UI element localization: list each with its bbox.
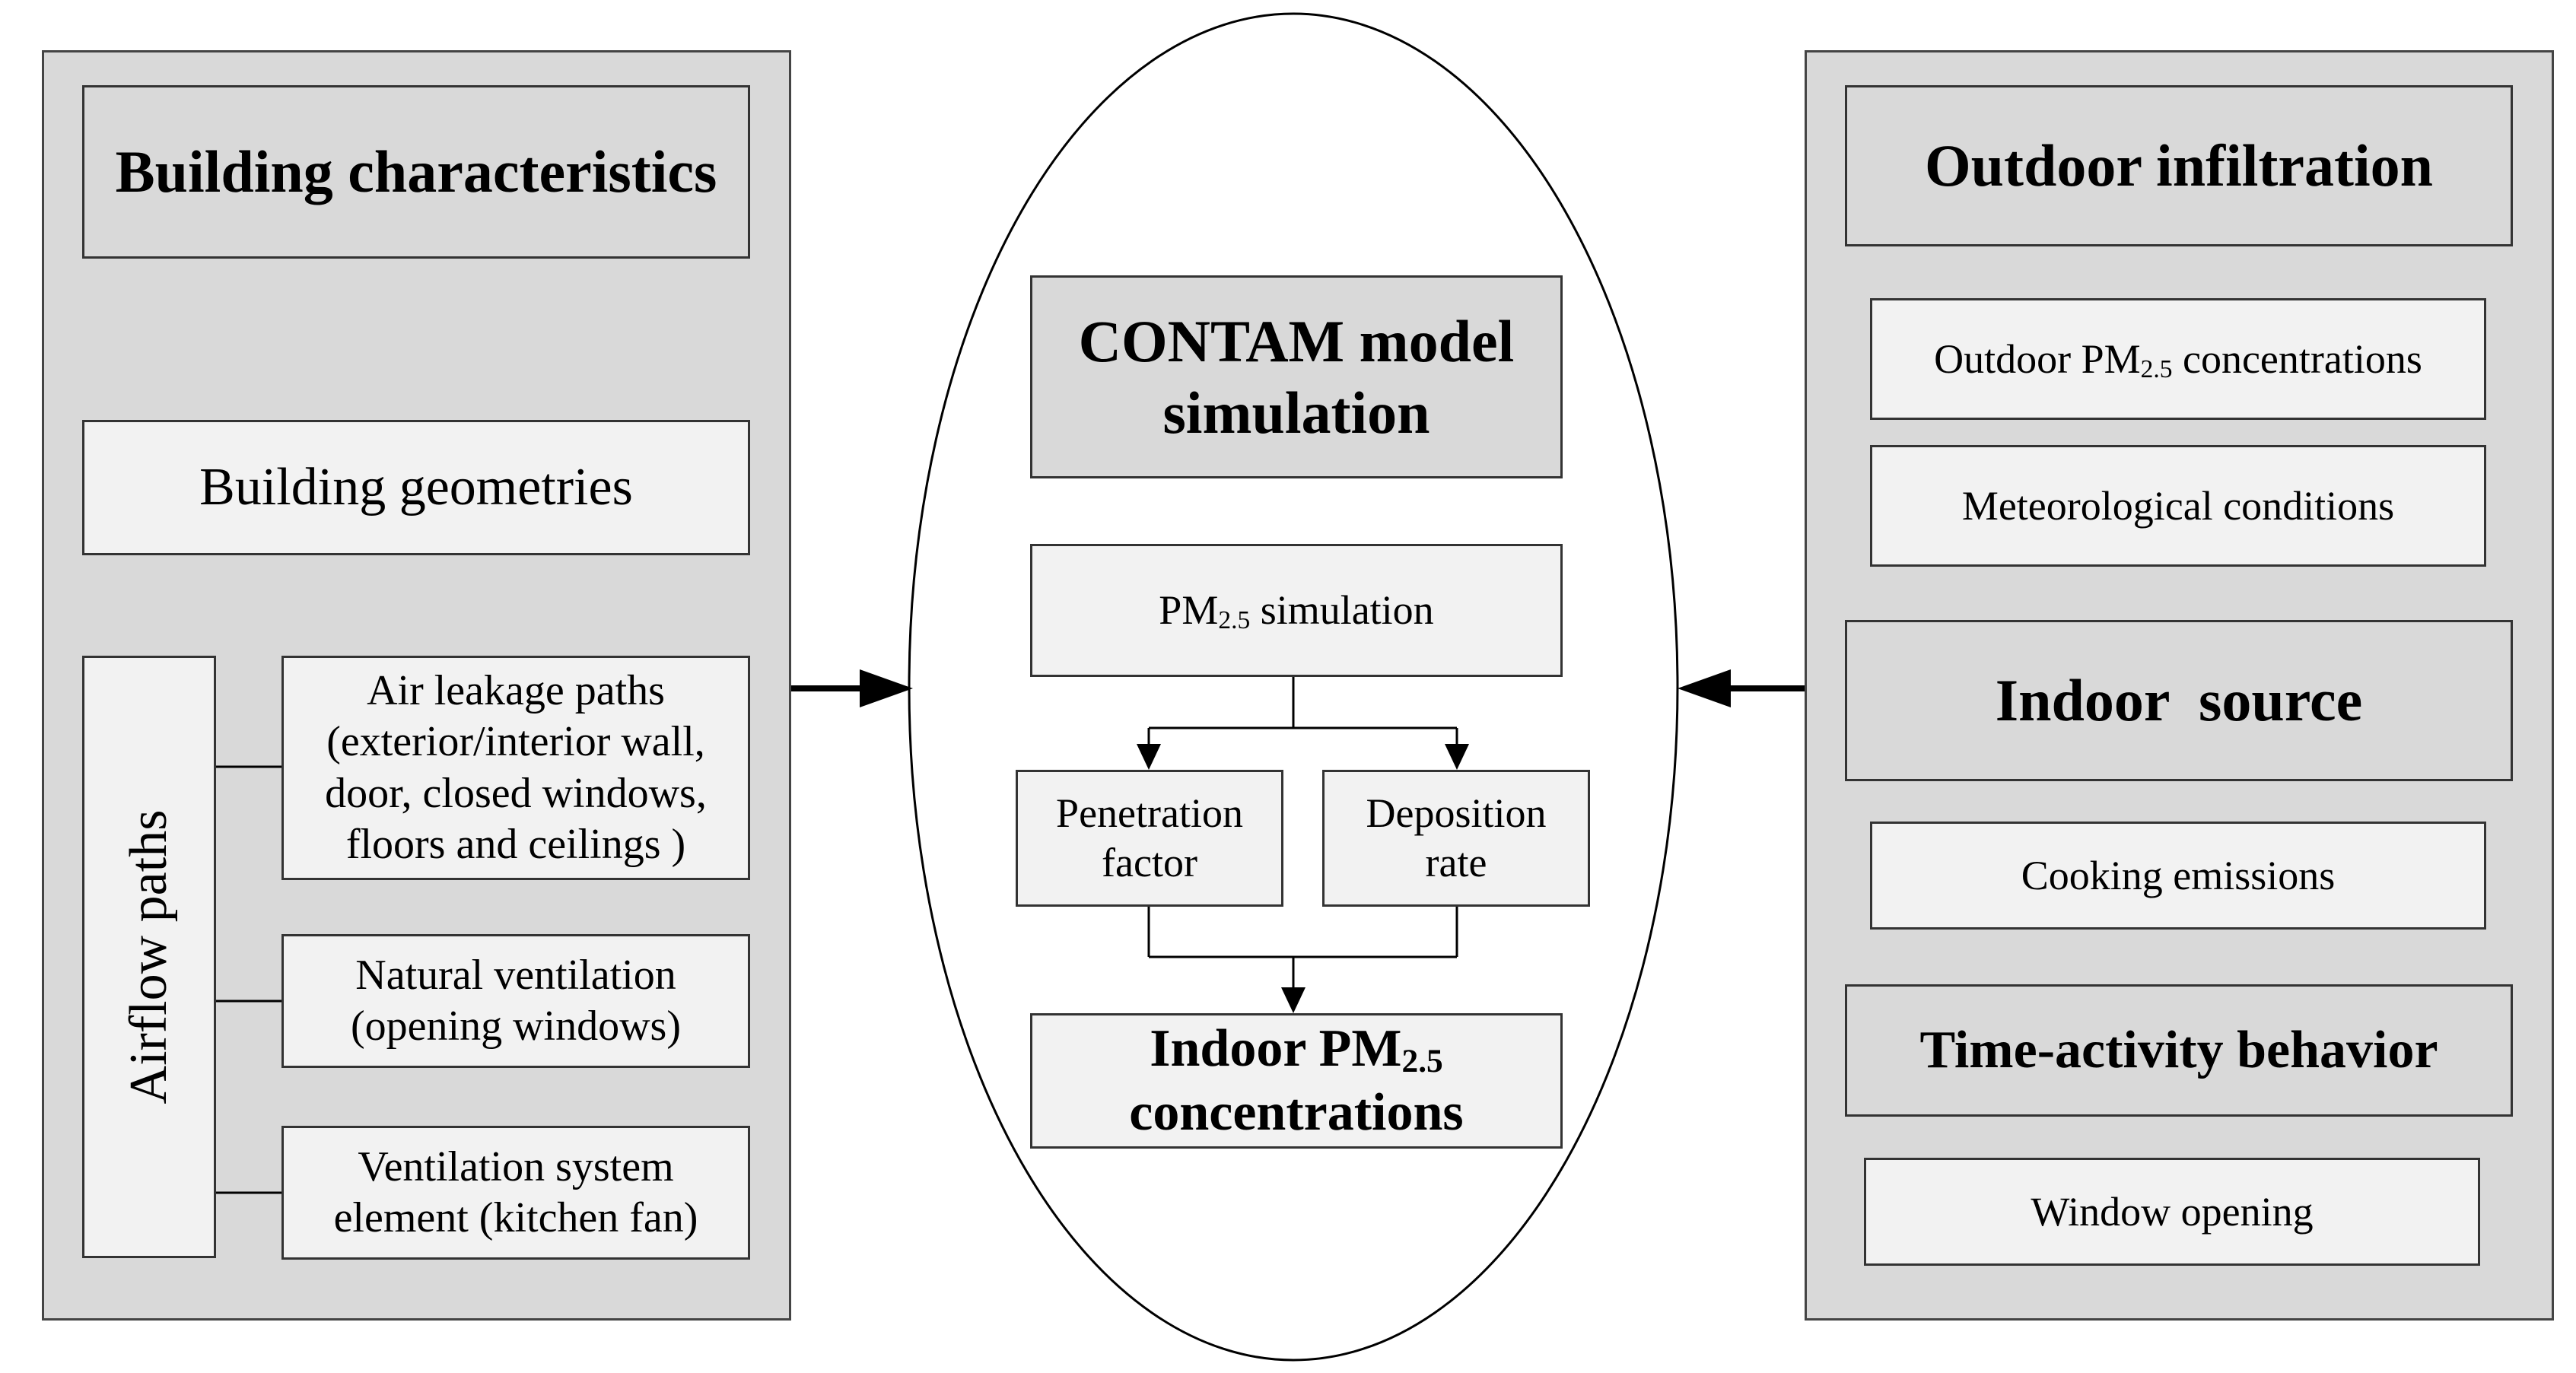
left-input-arrowhead	[860, 669, 913, 707]
indoor-pm25-label: Indoor PM2.5	[1150, 1019, 1443, 1079]
indoor-pm25-suffix: concentrations	[1129, 1083, 1464, 1142]
indoor-pm25-box: Indoor PM2.5 concentrations	[1030, 1013, 1563, 1149]
deposition-rate-box: Deposition rate	[1322, 770, 1590, 907]
indoor-source-title: Indoor source	[1845, 620, 2513, 781]
ventilation-system-box: Ventilation system element (kitchen fan)	[281, 1126, 750, 1260]
air-leakage-paths-box: Air leakage paths (exterior/interior wal…	[281, 656, 750, 880]
contam-title-box: CONTAM model simulation	[1030, 275, 1563, 478]
cooking-emissions-box: Cooking emissions	[1870, 822, 2486, 930]
merge-arrowhead	[1281, 987, 1305, 1013]
split-left-arrowhead	[1137, 744, 1161, 770]
building-characteristics-title: Building characteristics	[82, 85, 750, 259]
airflow-paths-box: Airflow paths	[82, 656, 216, 1258]
time-activity-behavior-title: Time-activity behavior	[1845, 984, 2513, 1117]
outdoor-pm25-label: Outdoor PM2.5 concentrations	[1934, 335, 2422, 383]
right-input-arrowhead	[1678, 669, 1731, 707]
window-opening-box: Window opening	[1864, 1158, 2480, 1266]
meteorological-conditions-box: Meteorological conditions	[1870, 445, 2486, 567]
pm25-simulation-box: PM2.5 simulation	[1030, 544, 1563, 677]
natural-ventilation-box: Natural ventilation (opening windows)	[281, 934, 750, 1068]
split-right-arrowhead	[1445, 744, 1469, 770]
building-geometries-box: Building geometries	[82, 420, 750, 555]
pm25-simulation-label: PM2.5 simulation	[1159, 587, 1434, 635]
penetration-factor-box: Penetration factor	[1016, 770, 1283, 907]
outdoor-infiltration-title: Outdoor infiltration	[1845, 85, 2513, 246]
outdoor-pm25-box: Outdoor PM2.5 concentrations	[1870, 298, 2486, 420]
